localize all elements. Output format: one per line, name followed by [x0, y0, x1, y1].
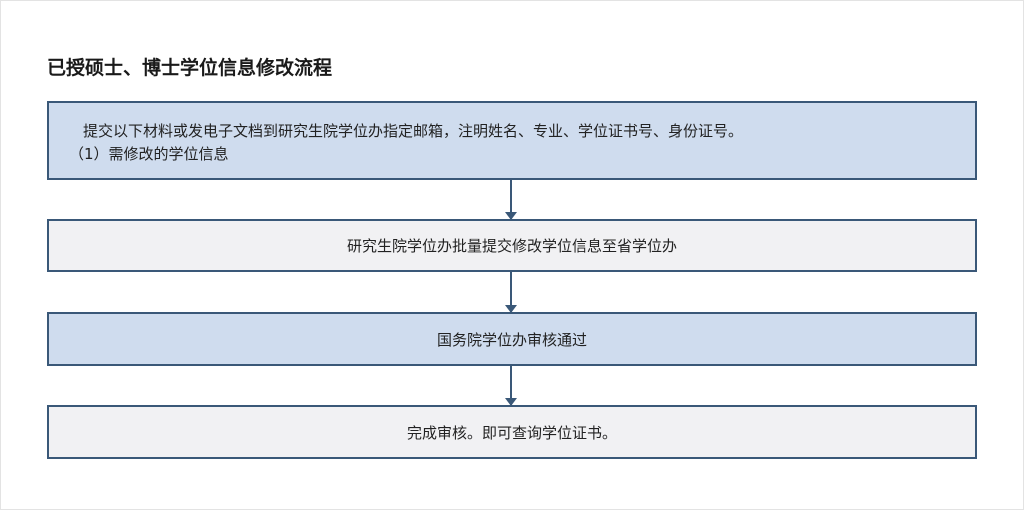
diagram-title: 已授硕士、博士学位信息修改流程	[47, 57, 333, 79]
step-4-text: 完成审核。即可查询学位证书。	[406, 423, 617, 442]
arrow-down-icon	[505, 272, 517, 313]
step-3-box: 国务院学位办审核通过	[47, 312, 977, 366]
step-2-text: 研究生院学位办批量提交修改学位信息至省学位办	[346, 237, 677, 255]
step-1-subitem: （1）需修改的学位信息	[69, 145, 229, 163]
step-4-box: 完成审核。即可查询学位证书。	[47, 405, 977, 459]
step-3-text: 国务院学位办审核通过	[436, 330, 587, 349]
arrow-down-icon	[505, 180, 517, 220]
step-1-text: 提交以下材料或发电子文档到研究生院学位办指定邮箱，注明姓名、专业、学位证书号、身…	[83, 122, 744, 140]
arrow-down-icon	[505, 366, 517, 406]
step-1-box: 提交以下材料或发电子文档到研究生院学位办指定邮箱，注明姓名、专业、学位证书号、身…	[47, 101, 977, 180]
step-2-box: 研究生院学位办批量提交修改学位信息至省学位办	[47, 219, 977, 272]
